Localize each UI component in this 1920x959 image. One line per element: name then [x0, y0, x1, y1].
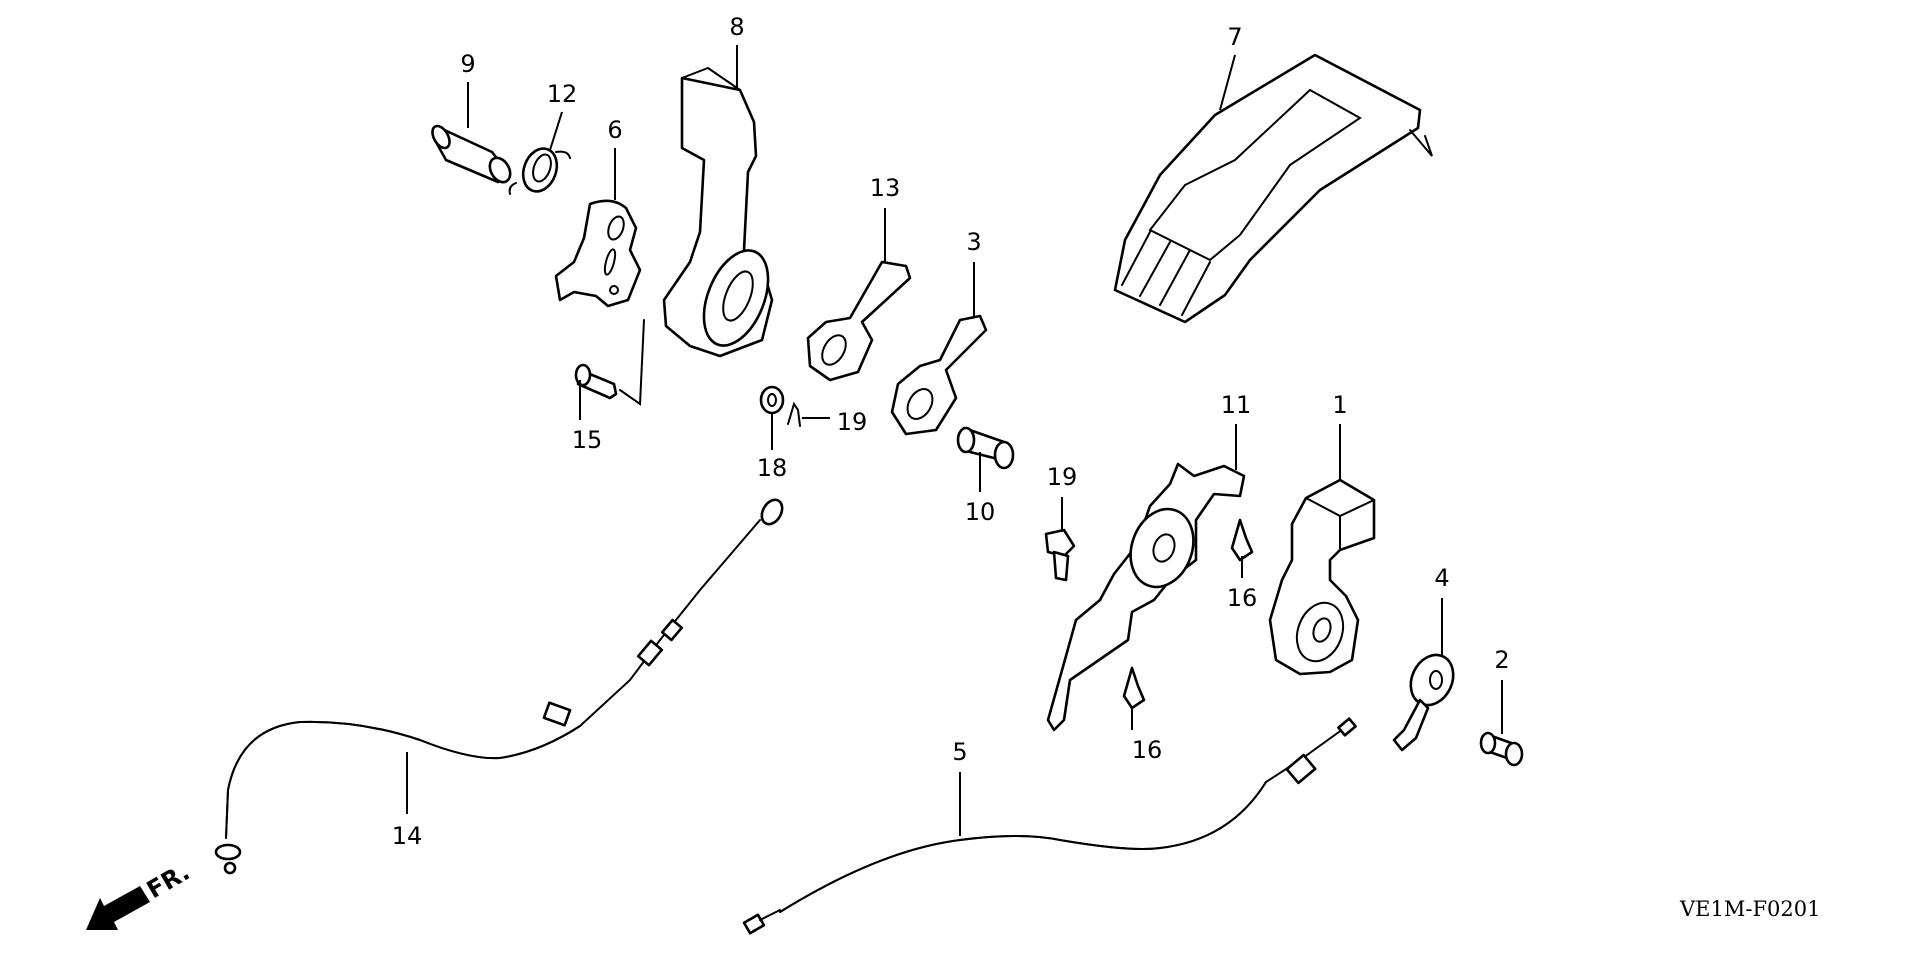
part-7-lever-cover[interactable] [1113, 53, 1433, 324]
part-16b-screw[interactable] [1122, 666, 1146, 730]
part-1-control-lever[interactable] [1268, 424, 1376, 676]
callout-2: 2 [1494, 646, 1510, 674]
callout-12: 12 [546, 80, 578, 108]
callout-18: 19 [836, 408, 868, 436]
diagram-code: VE1M-F0201 [1680, 897, 1821, 921]
callout-19: 19 [1046, 463, 1078, 491]
callout-14: 14 [391, 822, 423, 850]
callout-13: 13 [869, 174, 901, 202]
callout-16a: 16 [1226, 584, 1258, 612]
callout-11: 11 [1220, 391, 1252, 419]
callout-16b: 16 [1131, 736, 1163, 764]
part-18-clip[interactable] [787, 401, 830, 427]
callout-7: 7 [1227, 23, 1243, 51]
callout-1: 1 [1332, 391, 1348, 419]
part-15-pin[interactable] [574, 319, 645, 420]
callout-17: 18 [756, 454, 788, 482]
part-13-lever-arm[interactable] [806, 208, 912, 382]
part-11-lever-bracket[interactable] [1046, 424, 1246, 732]
callout-15: 15 [571, 426, 603, 454]
callout-10: 10 [964, 498, 996, 526]
part-2-spring[interactable] [1479, 680, 1524, 767]
part-8-control-lever[interactable] [662, 45, 781, 358]
part-10-spring[interactable] [956, 426, 1015, 492]
part-17-washer[interactable] [759, 385, 785, 450]
part-19-bolt[interactable] [1044, 497, 1076, 582]
callout-5: 5 [952, 738, 968, 766]
part-4-small-lever[interactable] [1392, 598, 1461, 752]
callout-4: 4 [1434, 564, 1450, 592]
part-9-pivot-collar[interactable] [429, 82, 514, 186]
part-16a-screw[interactable] [1230, 518, 1254, 578]
part-12-torsion-spring[interactable] [508, 111, 571, 196]
part-14-cable[interactable] [214, 496, 786, 875]
callout-3: 3 [966, 228, 982, 256]
callout-6: 6 [607, 116, 623, 144]
part-3-lever-plate[interactable] [890, 262, 988, 436]
callout-9: 9 [460, 50, 476, 78]
arrow-front-icon [86, 886, 150, 930]
part-5-cable[interactable] [742, 717, 1357, 935]
callout-8: 8 [729, 13, 745, 41]
part-6-bracket-plate[interactable] [554, 148, 642, 308]
